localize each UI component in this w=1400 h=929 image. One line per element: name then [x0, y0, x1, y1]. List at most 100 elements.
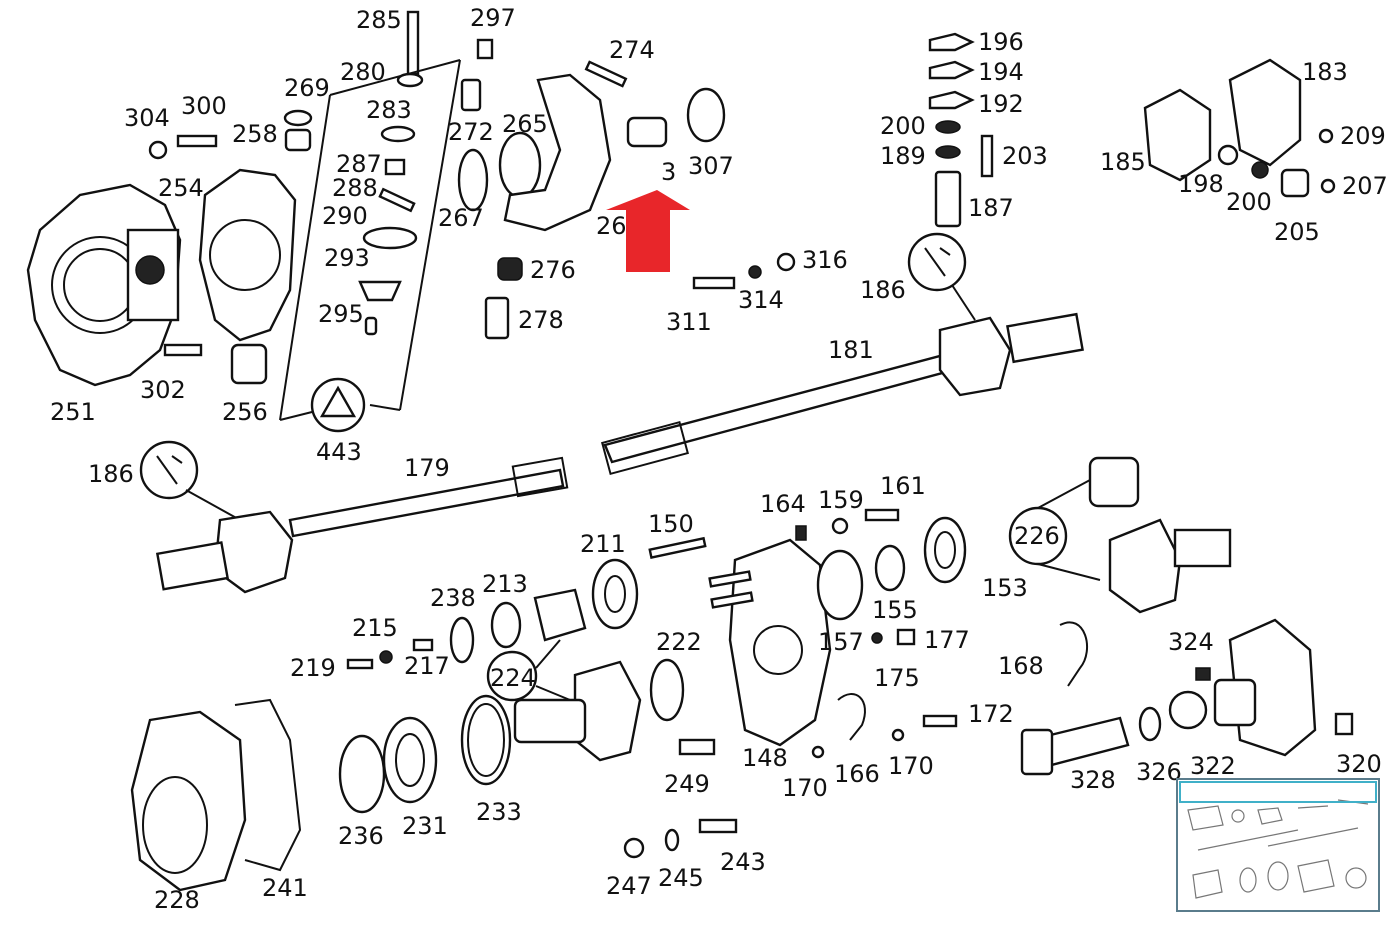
ring-157 — [816, 549, 864, 621]
label-224: 224 — [490, 664, 536, 692]
label-164: 164 — [760, 490, 806, 518]
label-320: 320 — [1336, 750, 1382, 778]
gear-276 — [497, 257, 523, 281]
label-233: 233 — [476, 798, 522, 826]
clip-168 — [1059, 621, 1089, 687]
gear-cluster-224-spline — [513, 698, 587, 744]
bushing-258 — [284, 128, 312, 152]
nut-316 — [776, 252, 796, 272]
washer-196 — [928, 32, 975, 52]
tool-186-left — [139, 440, 199, 500]
overview-thumbnail[interactable] — [1176, 778, 1380, 912]
label-302: 302 — [140, 376, 186, 404]
label-290: 290 — [322, 202, 368, 230]
label-304: 304 — [124, 104, 170, 132]
housing-plate-148-bore — [753, 625, 803, 675]
washer-245 — [664, 828, 680, 852]
ring-238 — [449, 616, 475, 664]
label-311: 311 — [666, 308, 712, 336]
axle-179-spline — [511, 456, 569, 498]
label-200-right: 200 — [1226, 188, 1272, 216]
label-249: 249 — [664, 770, 710, 798]
nut-170b — [891, 728, 905, 742]
bearing-256 — [230, 343, 268, 385]
label-186-top: 186 — [860, 276, 906, 304]
gasket-241 — [234, 698, 302, 872]
ring-189 — [935, 145, 961, 159]
label-179: 179 — [404, 454, 450, 482]
label-247: 247 — [606, 872, 652, 900]
cone-293 — [358, 280, 402, 302]
knuckle-254-bore — [209, 219, 281, 291]
knuckle-26 — [503, 73, 612, 232]
label-254: 254 — [158, 174, 204, 202]
overview-viewport-highlight[interactable] — [1179, 781, 1377, 803]
seal-269 — [283, 109, 313, 127]
label-307: 307 — [688, 152, 734, 180]
label-166: 166 — [834, 760, 880, 788]
label-213: 213 — [482, 570, 528, 598]
bushing-278 — [484, 296, 510, 340]
bearing-211 — [591, 558, 639, 630]
nut-209 — [1318, 128, 1334, 144]
bracket-lines — [279, 59, 461, 421]
label-251: 251 — [50, 398, 96, 426]
bearing-155 — [874, 544, 906, 592]
label-238: 238 — [430, 584, 476, 612]
nut-159 — [831, 517, 849, 535]
label-219: 219 — [290, 654, 336, 682]
label-150: 150 — [648, 510, 694, 538]
label-324: 324 — [1168, 628, 1214, 656]
diff-case-183 — [1228, 58, 1302, 167]
label-185: 185 — [1100, 148, 1146, 176]
ring-224 — [486, 650, 538, 702]
label-326: 326 — [1136, 758, 1182, 786]
gear-226b-shaft — [1173, 528, 1232, 568]
label-280: 280 — [340, 58, 386, 86]
label-256: 256 — [222, 398, 268, 426]
label-205: 205 — [1274, 218, 1320, 246]
nut-314 — [748, 265, 762, 279]
label-295: 295 — [318, 300, 364, 328]
pointer-arrow — [606, 190, 690, 272]
lead-224 — [535, 639, 571, 701]
gear-200b — [1251, 161, 1269, 179]
tool-443-tri — [319, 385, 357, 418]
label-209: 209 — [1340, 122, 1386, 150]
seal-153 — [923, 516, 967, 584]
washer-192 — [928, 90, 975, 110]
nut-170a — [811, 745, 825, 759]
label-285: 285 — [356, 6, 402, 34]
label-278: 278 — [518, 306, 564, 334]
label-316: 316 — [802, 246, 848, 274]
axle-179-stub — [155, 541, 230, 591]
nut-304 — [148, 140, 168, 160]
shaft-328-head — [1020, 728, 1054, 776]
nut-247 — [623, 837, 645, 859]
pin-150 — [648, 536, 707, 559]
label-3: 3 — [661, 158, 676, 186]
seal-153-inner — [934, 531, 956, 569]
axle-181-spline — [600, 420, 690, 476]
label-328: 328 — [1070, 766, 1116, 794]
label-203: 203 — [1002, 142, 1048, 170]
label-196: 196 — [978, 28, 1024, 56]
label-170-left: 170 — [782, 774, 828, 802]
nut-207 — [1320, 178, 1336, 194]
pins-164a — [708, 570, 752, 588]
diff-case-185 — [1143, 88, 1212, 182]
label-314: 314 — [738, 286, 784, 314]
label-170-right: 170 — [888, 752, 934, 780]
housing-plate-148 — [728, 538, 832, 747]
label-269: 269 — [284, 74, 330, 102]
bolt-219 — [346, 658, 374, 670]
bolt-302 — [163, 343, 203, 357]
ring-233 — [460, 694, 512, 786]
pin-288 — [378, 187, 416, 213]
bolt-320 — [1334, 712, 1354, 736]
bolt-161 — [864, 508, 900, 522]
label-288: 288 — [332, 174, 378, 202]
ring-307 — [686, 87, 726, 143]
label-207: 207 — [1342, 172, 1388, 200]
